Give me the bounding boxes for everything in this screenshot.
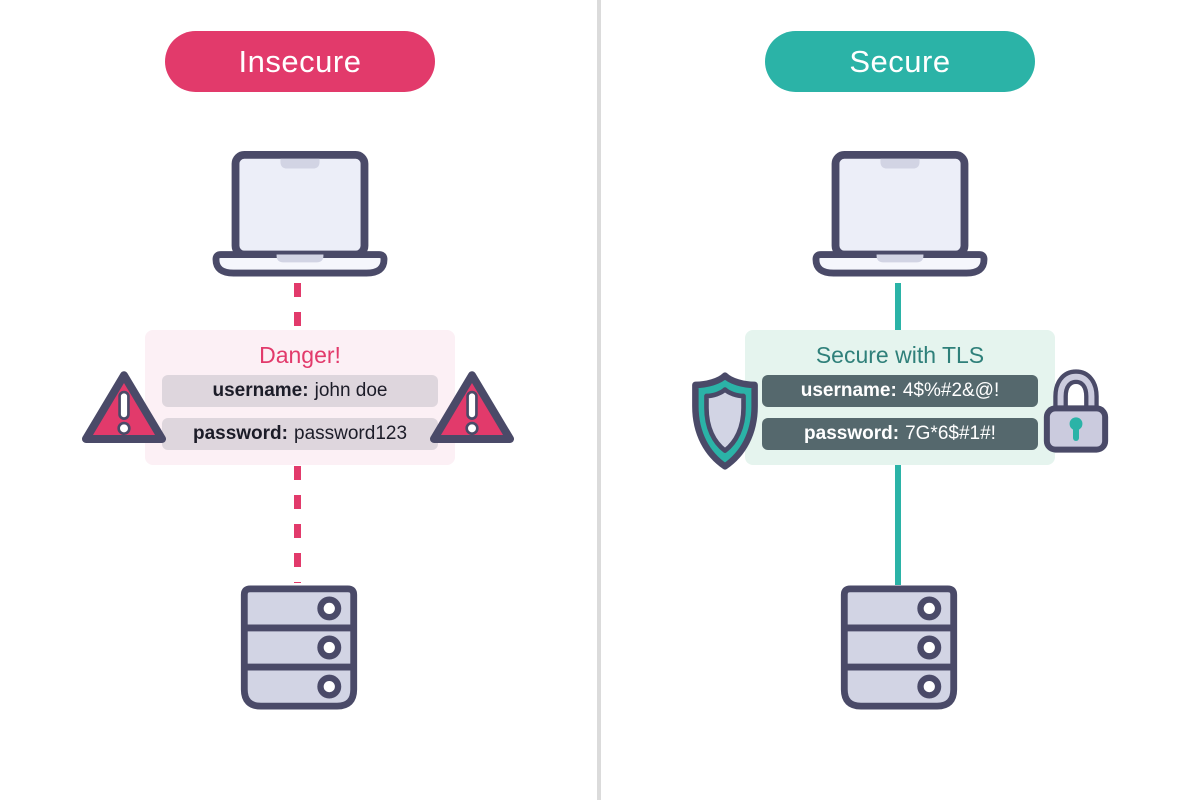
insecure-badge-label: Insecure [238, 43, 362, 79]
laptop-icon [812, 150, 988, 277]
insecure-badge: Insecure [165, 31, 435, 92]
insecure-connection-top [294, 283, 301, 328]
secure-connection-top [895, 283, 901, 330]
secure-box: Secure with TLS username: 4$%#2&@! passw… [745, 330, 1055, 465]
row-label: username: [212, 380, 309, 401]
username-row: username: 4$%#2&@! [762, 375, 1038, 407]
password-row: password: password123 [162, 418, 438, 450]
insecure-connection-bottom [294, 466, 301, 583]
warning-icon [429, 371, 515, 443]
row-value: 4$%#2&@! [902, 380, 1000, 401]
secure-connection-bottom [895, 465, 901, 585]
warning-icon [81, 371, 167, 443]
row-value: password123 [294, 423, 408, 444]
server-icon [840, 585, 958, 710]
center-divider [597, 0, 601, 800]
server-icon [240, 585, 358, 710]
lock-icon [1043, 369, 1109, 453]
laptop-icon [212, 150, 388, 277]
row-value: 7G*6$#1#! [905, 423, 996, 444]
secure-title: Secure with TLS [815, 342, 985, 368]
credential-rows: username: 4$%#2&@! password: 7G*6$#1#! [762, 375, 1038, 450]
username-row: username: john doe [162, 375, 438, 407]
row-label: password: [804, 423, 900, 444]
row-label: password: [192, 423, 288, 444]
credential-rows: username: john doe password: password123 [162, 375, 438, 450]
password-row: password: 7G*6$#1#! [762, 418, 1038, 450]
secure-badge: Secure [765, 31, 1035, 92]
danger-title: Danger! [259, 342, 341, 368]
secure-badge-label: Secure [849, 43, 951, 79]
row-value: john doe [314, 380, 388, 401]
danger-box: Danger! username: john doe password: pas… [145, 330, 455, 465]
shield-icon [692, 372, 758, 470]
row-label: username: [800, 380, 897, 401]
